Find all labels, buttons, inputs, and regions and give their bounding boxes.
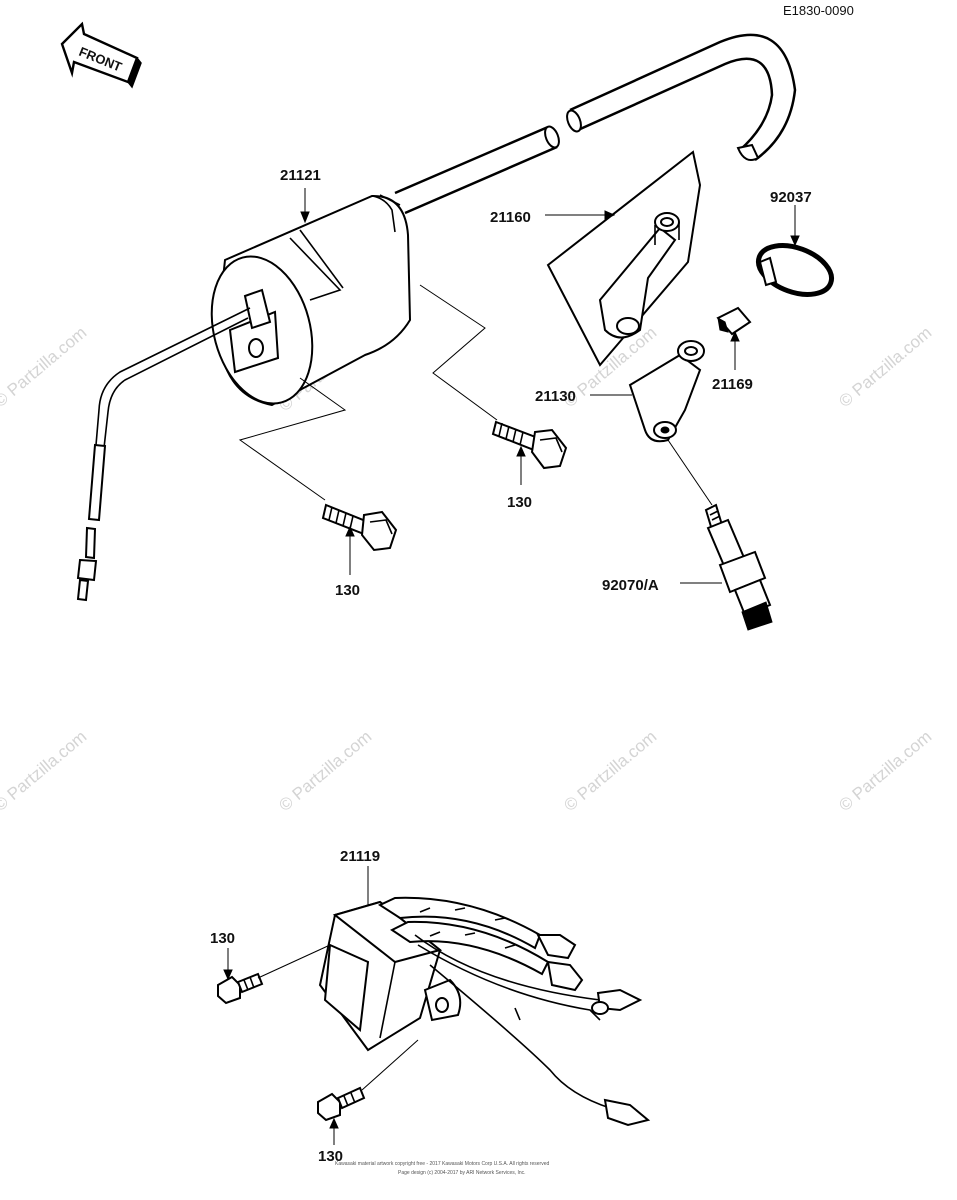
- callout-92070a: 92070/A: [602, 577, 659, 594]
- bolt-130-lower-lower: [317, 1086, 366, 1122]
- watermark: © Partzilla.com: [275, 727, 375, 815]
- callout-labels: 21121 21160 92037 21130 21169 130 130 92…: [210, 167, 812, 1165]
- watermark: © Partzilla.com: [835, 727, 935, 815]
- diagram-code: E1830-0090: [783, 3, 854, 18]
- front-arrow-icon: FRONT: [60, 21, 142, 89]
- high-tension-cord: [566, 33, 797, 162]
- callout-130: 130: [210, 930, 235, 947]
- callout-130: 130: [318, 1148, 343, 1165]
- bolt-130-upper-left: [321, 503, 398, 552]
- spark-plug: [704, 503, 773, 631]
- callout-21169: 21169: [712, 376, 753, 393]
- callout-130: 130: [507, 494, 532, 511]
- copyright-line: Kawasaki material artwork copyright free…: [335, 1161, 549, 1167]
- watermark: © Partzilla.com: [0, 727, 90, 815]
- callout-21160: 21160: [490, 209, 531, 226]
- copyright-line: Page design (c) 2004-2017 by ARI Network…: [398, 1170, 526, 1176]
- ignition-coil: [76, 125, 560, 602]
- igniter-unit: [318, 896, 651, 1127]
- watermark: © Partzilla.com: [560, 727, 660, 815]
- callout-92037: 92037: [770, 189, 812, 206]
- watermark: © Partzilla.com: [0, 323, 90, 411]
- hose-clamp: [756, 243, 834, 297]
- bolt-130-lower-upper: [217, 972, 264, 1005]
- plug-cap-cover: [546, 150, 702, 367]
- terminal-connector: [716, 306, 752, 336]
- callout-21119: 21119: [340, 848, 380, 865]
- callout-21121: 21121: [280, 167, 321, 184]
- callout-130: 130: [335, 582, 360, 599]
- bolt-130-upper-right: [491, 420, 568, 470]
- spark-plug-cap: [628, 340, 705, 443]
- guide-lines: [223, 188, 800, 1145]
- callout-21130: 21130: [535, 388, 576, 405]
- watermark: © Partzilla.com: [835, 323, 935, 411]
- watermarks: © Partzilla.com © Partzilla.com © Partzi…: [0, 323, 935, 815]
